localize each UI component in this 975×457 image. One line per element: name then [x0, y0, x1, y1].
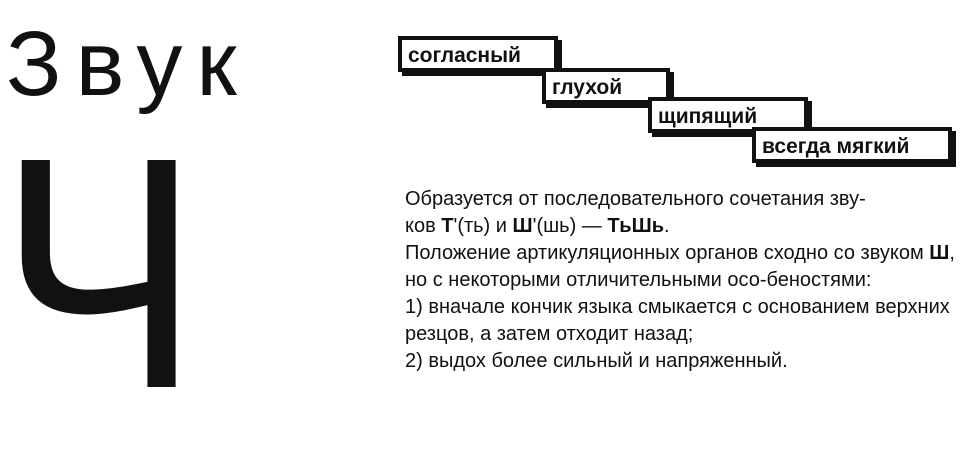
- letter-t: Т: [441, 215, 454, 237]
- letter-sh-2: Ш: [929, 242, 950, 264]
- para2-text-2: , но с некоторыми отличительными осо-бен…: [405, 242, 955, 291]
- description-item-1: 1) вначале кончик языка смыкается с осно…: [405, 296, 950, 345]
- tag-voiceless: глухой: [542, 68, 670, 104]
- para1-text-5: .: [663, 215, 670, 237]
- tag-always-soft: всегда мягкий: [752, 127, 952, 163]
- description-item-2: 2) выдох более сильный и напряженный.: [405, 350, 788, 372]
- para1-text: Образуется от последовательного сочетани…: [405, 188, 866, 210]
- description-para2: Положение артикуляционных органов сходно…: [405, 240, 965, 294]
- letters-tsh: ТьШь: [607, 215, 664, 237]
- para1-text-3: '(ть) и: [453, 215, 513, 237]
- para1-text-2: ков: [405, 215, 442, 237]
- title-word: Звук: [6, 13, 251, 115]
- para1-text-4: '(шь) —: [532, 215, 608, 237]
- para2-text: Положение артикуляционных органов сходно…: [405, 242, 930, 264]
- big-letter: Ч: [0, 88, 201, 457]
- tag-consonant: согласный: [398, 36, 558, 72]
- description-para1: Образуется от последовательного сочетани…: [405, 186, 965, 240]
- description: Образуется от последовательного сочетани…: [405, 186, 965, 375]
- letter-sh: Ш: [512, 215, 533, 237]
